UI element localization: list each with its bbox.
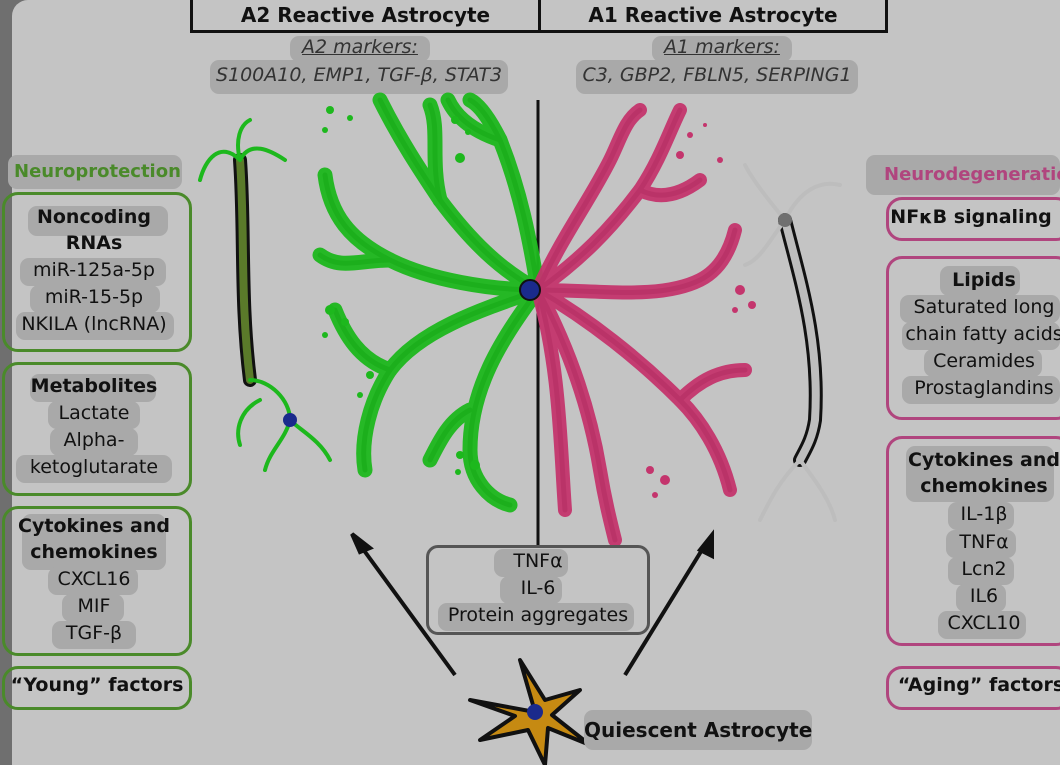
left-cytokines-item-mif: MIF xyxy=(77,595,111,617)
lipids-item-saturated: Saturated long xyxy=(913,296,1055,318)
metabolites-title: Metabolites xyxy=(30,375,158,397)
right-cytokines-item-lcn2: Lcn2 xyxy=(961,558,1007,580)
right-cytokines-title-line2: chemokines xyxy=(920,475,1048,497)
quiescent-label-bg xyxy=(584,710,812,750)
lipids-title: Lipids xyxy=(952,269,1016,291)
stimuli-item-bg xyxy=(500,576,562,604)
left-cytokines-title-line2: chemokines xyxy=(30,541,158,563)
right-cytokines-item-bg xyxy=(946,530,1016,558)
ncrna-item-mir125: miR-125a-5p xyxy=(33,259,155,281)
left-cytokines-title-bg xyxy=(22,514,166,570)
left-cytokines-item-tgfb: TGF-β xyxy=(65,622,123,644)
metabolites-title-bg xyxy=(30,374,156,402)
metabolites-box xyxy=(2,362,192,496)
aging-factors-label: “Aging” factors xyxy=(897,674,1060,696)
a2-markers-list-bg xyxy=(210,60,508,94)
right-cytokines-box xyxy=(886,436,1060,646)
left-cytokines-item-cxcl16: CXCL16 xyxy=(57,568,131,590)
a1-markers-label-bg xyxy=(652,36,792,62)
lipids-item-fatty-acids: chain fatty acids xyxy=(905,323,1060,345)
stimulus-protein-aggregates: Protein aggregates xyxy=(447,604,629,626)
young-factors-box xyxy=(2,666,192,710)
a2-header: A2 Reactive Astrocyte xyxy=(190,0,541,33)
a1-markers-list-bg xyxy=(576,60,858,94)
a1-markers-list: C3, GBP2, FBLN5, SERPING1 xyxy=(582,64,852,86)
left-neuron xyxy=(198,118,332,472)
right-cytokines-item-il1b: IL-1β xyxy=(960,503,1008,525)
ncrna-item-mir15: miR-15-5p xyxy=(44,286,144,308)
lipids-title-bg xyxy=(940,266,1020,296)
activation-arrows xyxy=(350,529,714,677)
neuroprotection-bg xyxy=(8,155,182,189)
neurodegeneration-bg xyxy=(866,155,1060,195)
aging-factors-box xyxy=(886,666,1060,710)
right-cytokines-item-bg xyxy=(938,611,1026,639)
stimuli-item-bg xyxy=(438,603,634,631)
young-factors-label: “Young” factors xyxy=(10,674,184,696)
right-neuron xyxy=(743,163,842,522)
stimulus-il6: IL-6 xyxy=(520,577,556,599)
neurodegeneration-label: Neurodegeneration xyxy=(884,164,1060,185)
ncrna-item-bg xyxy=(20,258,166,286)
ncrna-title-line2: RNAs xyxy=(65,232,123,254)
metabolites-item-bg xyxy=(16,455,172,483)
a2-secretion-dots xyxy=(322,106,480,475)
stimuli-item-bg xyxy=(494,549,568,577)
right-neuron-nucleus xyxy=(778,213,792,227)
right-cytokines-item-bg xyxy=(948,557,1014,585)
ncrna-item-nkila: NKILA (lncRNA) xyxy=(21,313,167,335)
ncrna-item-bg xyxy=(16,312,174,340)
ncrna-title-bg xyxy=(28,206,168,236)
metabolites-item-bg xyxy=(48,401,140,429)
stimulus-tnfa: TNFα xyxy=(513,550,563,572)
lipids-item-bg xyxy=(900,295,1060,323)
metabolites-item-bg xyxy=(50,428,138,456)
right-cytokines-item-cxcl10: CXCL10 xyxy=(947,612,1021,634)
left-cytokines-item-bg xyxy=(48,567,138,595)
right-cytokines-item-tnfa: TNFα xyxy=(959,531,1009,553)
lipids-item-bg xyxy=(902,322,1060,350)
ncrna-item-bg xyxy=(30,285,160,313)
a1-header: A1 Reactive Astrocyte xyxy=(538,0,888,33)
a1-markers-label: A1 markers: xyxy=(664,36,780,58)
metabolites-item-lactate: Lactate xyxy=(58,402,130,424)
metabolites-item-ketoglutarate: ketoglutarate xyxy=(29,456,159,478)
figure-panel xyxy=(12,0,1060,765)
a1-astrocyte-fill xyxy=(531,103,752,547)
lipids-item-bg xyxy=(902,376,1060,404)
ncrna-title-line1: Noncoding xyxy=(36,206,152,228)
a1-secretion-dots xyxy=(646,123,756,498)
a2-title: A2 Reactive Astrocyte xyxy=(240,3,491,27)
ncrna-box xyxy=(2,192,192,352)
a2-astrocyte-fill xyxy=(312,92,546,513)
a1-title: A1 Reactive Astrocyte xyxy=(588,3,838,27)
a2-markers-label-bg xyxy=(290,36,430,62)
left-cytokines-title-line1: Cytokines and xyxy=(18,515,170,537)
left-cytokines-item-bg xyxy=(62,594,124,622)
lipids-item-bg xyxy=(924,349,1042,377)
left-cytokines-box xyxy=(2,506,192,656)
nfkb-box xyxy=(886,197,1060,241)
right-cytokines-item-bg xyxy=(956,584,1006,612)
quiescent-nucleus xyxy=(527,704,543,720)
a2-markers-list: S100A10, EMP1, TGF-β, STAT3 xyxy=(215,64,503,86)
right-cytokines-item-bg xyxy=(948,502,1014,530)
right-cytokines-title-bg xyxy=(906,446,1054,502)
stimuli-box xyxy=(426,545,650,635)
right-cytokines-title-line1: Cytokines and xyxy=(908,449,1060,471)
right-cytokines-item-il6: IL6 xyxy=(969,585,999,607)
quiescent-label: Quiescent Astrocyte xyxy=(584,718,813,742)
a2-a1-nucleus xyxy=(519,279,541,301)
lipids-item-prostaglandins: Prostaglandins xyxy=(914,377,1054,399)
left-neuron-nucleus xyxy=(283,413,297,427)
lipids-box xyxy=(886,256,1060,420)
metabolites-item-alpha: Alpha- xyxy=(63,429,125,451)
nfkb-label: NFκB signaling xyxy=(890,206,1052,228)
neuroprotection-label: Neuroprotection xyxy=(14,161,181,182)
left-cytokines-item-bg xyxy=(52,621,136,649)
a2-markers-label: A2 markers: xyxy=(302,36,418,58)
lipids-item-ceramides: Ceramides xyxy=(933,350,1035,372)
